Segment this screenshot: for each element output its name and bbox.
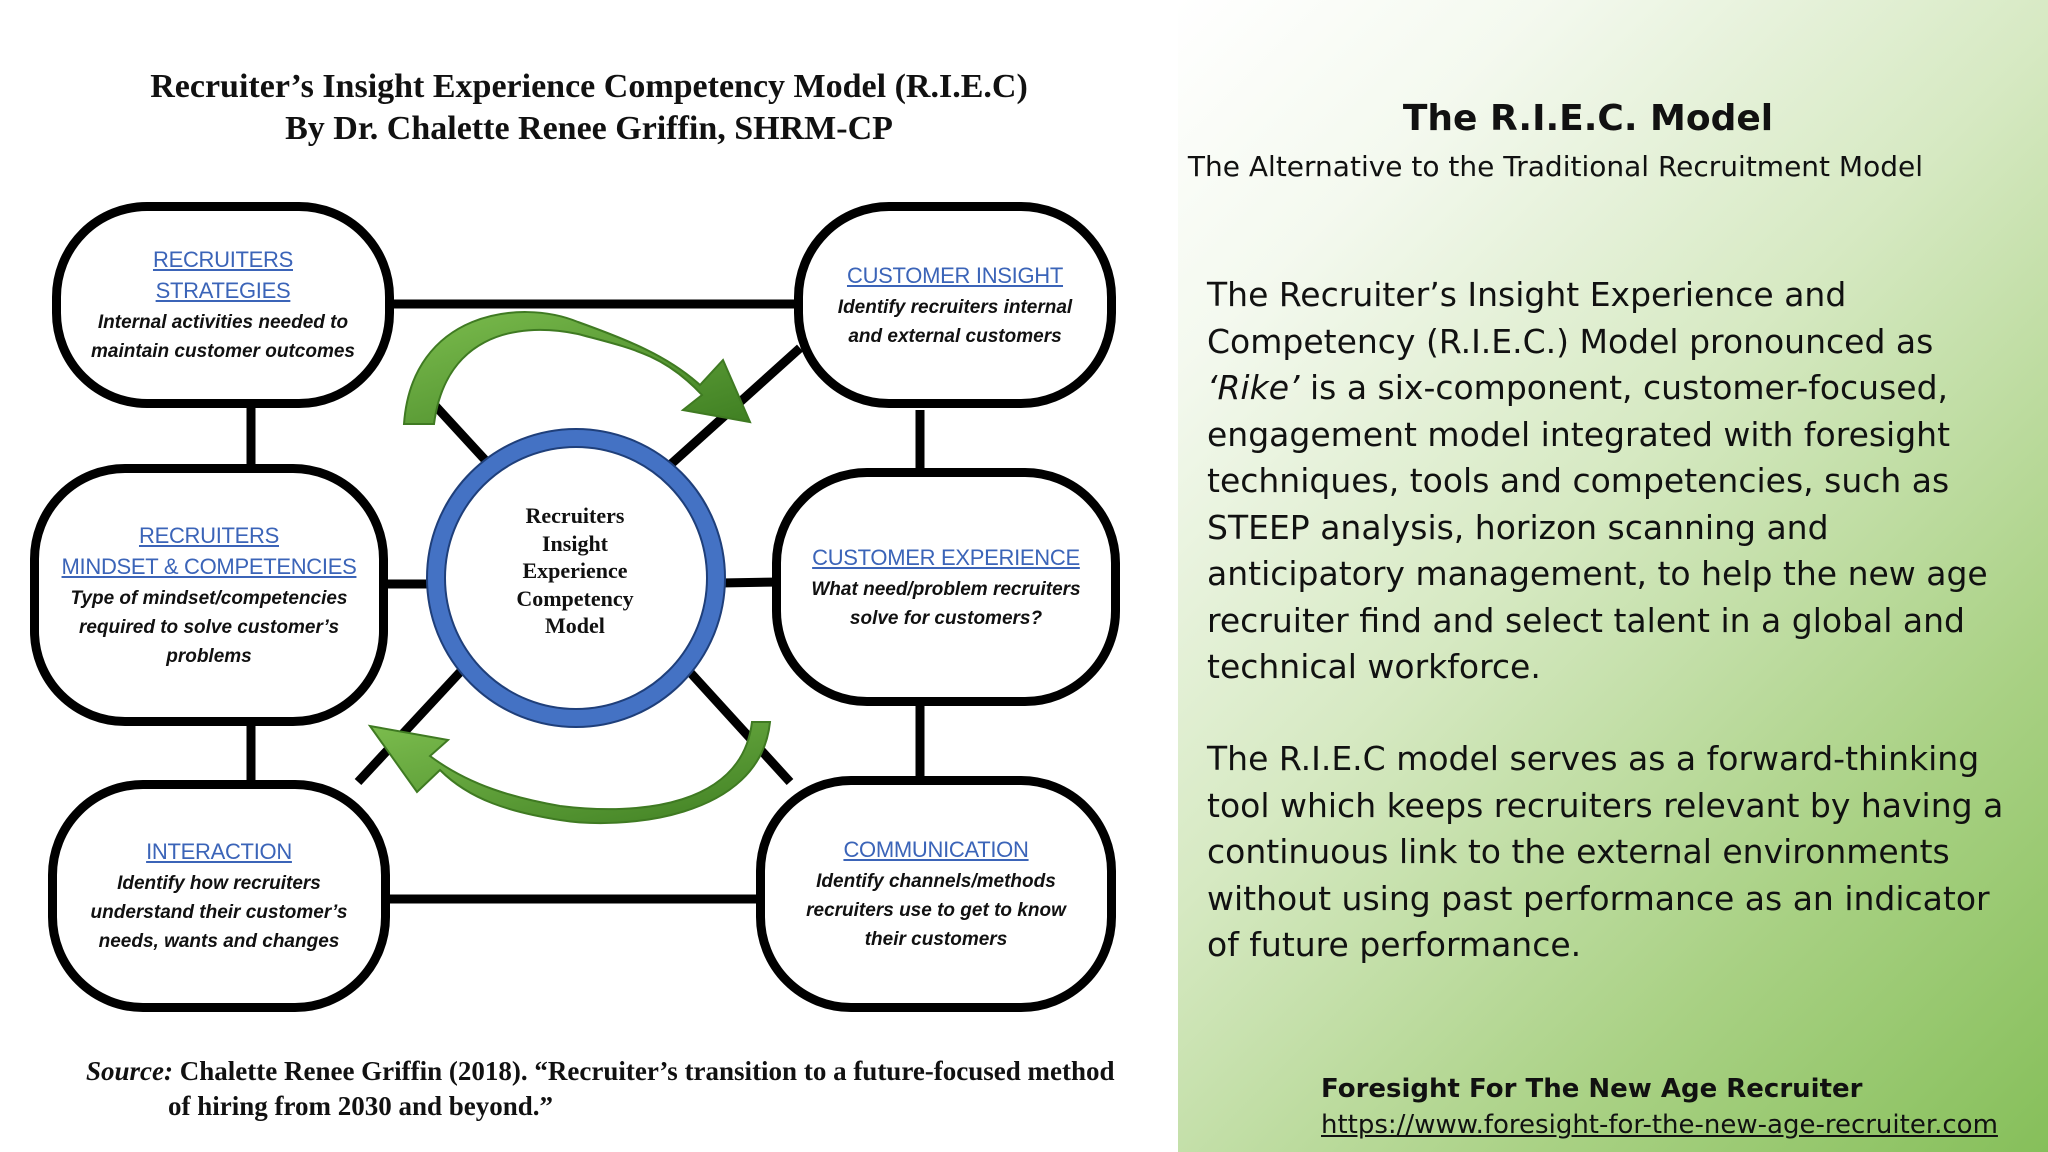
node-desc-line: Internal activities needed to [97, 312, 349, 333]
footer-organization: Foresight For The New Age Recruiter [1321, 1074, 1863, 1104]
node-communication: COMMUNICATION Identify channels/methods … [756, 776, 1116, 1012]
paragraph-line: STEEP analysis, horizon scanning and [1207, 507, 1829, 547]
node-desc-line: Identify how recruiters [117, 873, 321, 894]
node-title-line: RECRUITERS [138, 522, 279, 548]
node-desc-line: Type of mindset/competencies [70, 587, 348, 609]
node-desc-line: their customers [864, 929, 1008, 950]
node-desc-line: Identify recruiters internal [837, 296, 1073, 318]
diagram-author: By Dr. Chalette Renee Griffin, SHRM-CP [285, 110, 893, 147]
description-paragraph-2: The R.I.E.C model serves as a forward-th… [1207, 736, 2007, 969]
paragraph-line: The R.I.E.C model serves as a forward-th… [1207, 739, 1980, 778]
paragraph-line: anticipatory management, to help the new… [1207, 554, 1988, 593]
diagram-title: Recruiter’s Insight Experience Competenc… [150, 68, 1028, 105]
center-ring [427, 429, 725, 727]
node-description: What need/problem recruiters solve for c… [811, 575, 1080, 633]
source-text: Chalette Renee Griffin (2018). “Recruite… [173, 1056, 1115, 1086]
node-description: Identify how recruiters understand their… [91, 869, 348, 956]
node-desc-line: understand their customer’s [90, 902, 348, 923]
node-title: CUSTOMER EXPERIENCE [812, 544, 1080, 570]
node-title: RECRUITERS MINDSET & COMPETENCIES [62, 520, 357, 582]
footer-website-link[interactable]: https://www.foresight-for-the-new-age-re… [1321, 1110, 1998, 1140]
center-label-line: Model [545, 613, 605, 638]
node-title: RECRUITERS STRATEGIES [152, 247, 293, 303]
node-title: CUSTOMER INSIGHT [846, 262, 1064, 288]
node-interaction: INTERACTION Identify how recruiters unde… [48, 780, 390, 1012]
connector-diag-br [684, 666, 794, 786]
node-description: Identify channels/methods recruiters use… [806, 867, 1066, 954]
description-panel [1178, 0, 2048, 1152]
paragraph-line: The Recruiter’s Insight Experience and [1207, 275, 1847, 314]
center-label-line: Recruiters [525, 503, 625, 528]
node-description: Identify recruiters internal and externa… [838, 293, 1072, 351]
source-label: Source: [86, 1056, 173, 1086]
paragraph-line-text: is a six-component, customer-focused, [1299, 368, 1949, 407]
node-recruiters-strategies: RECRUITERS STRATEGIES Internal activitie… [52, 202, 394, 408]
connector-diag-bl [354, 666, 466, 786]
node-recruiters-mindset: RECRUITERS MINDSET & COMPETENCIES Type o… [30, 464, 388, 726]
paragraph-line: recruiter find and select talent in a gl… [1207, 600, 1965, 640]
pronunciation-emphasis: ‘Rike’ [1207, 368, 1300, 407]
node-desc-line: solve for customers? [849, 607, 1043, 629]
node-desc-line: What need/problem recruiters [811, 578, 1081, 600]
node-desc-line: needs, wants and changes [98, 931, 340, 952]
node-title-line: MINDSET & COMPETENCIES [61, 553, 357, 579]
connector-diag-tl [426, 396, 491, 466]
paragraph-line: Competency (R.I.E.C.) Model pronounced a… [1207, 321, 1934, 361]
center-label-line: Competency [516, 585, 634, 611]
description-paragraph-1: The Recruiter’s Insight Experience and C… [1207, 272, 2007, 691]
node-customer-experience: CUSTOMER EXPERIENCE What need/problem re… [772, 468, 1120, 706]
paragraph-line: engagement model integrated with foresig… [1207, 414, 1951, 454]
center-ring-inner [444, 446, 708, 710]
node-description: Type of mindset/competencies required to… [71, 584, 348, 671]
node-description: Internal activities needed to maintain c… [91, 308, 355, 366]
paragraph-line: technical workforce. [1207, 647, 1541, 686]
paragraph-line: tool which keeps recruiters relevant by … [1207, 785, 2004, 825]
center-label-line: Insight [541, 530, 609, 556]
center-label: Recruiters Insight Experience Competency… [470, 502, 680, 640]
diagram-connectors [246, 299, 925, 904]
paragraph-line: without using past performance as an ind… [1207, 878, 1990, 918]
cycle-arrow-top [402, 311, 752, 425]
paragraph-line: of future performance. [1207, 925, 1582, 964]
source-citation: Source: Chalette Renee Griffin (2018). “… [86, 1054, 1146, 1124]
paragraph-line: techniques, tools and competencies, such… [1207, 461, 1950, 500]
node-desc-line: problems [166, 645, 252, 667]
node-customer-insight: CUSTOMER INSIGHT Identify recruiters int… [794, 202, 1116, 408]
panel-subtitle: The Alternative to the Traditional Recru… [1187, 150, 1923, 183]
node-desc-line: and external customers [848, 325, 1062, 347]
cycle-arrow-bottom [367, 721, 772, 825]
center-ring-outline [426, 428, 726, 728]
source-text-continued: of hiring from 2030 and beyond.” [168, 1091, 554, 1121]
node-title: INTERACTION [146, 839, 292, 864]
center-label-line: Experience [522, 558, 628, 583]
node-desc-line: required to solve customer’s [78, 616, 340, 638]
node-desc-line: maintain customer outcomes [91, 341, 355, 362]
panel-title: The R.I.E.C. Model [1402, 98, 1774, 139]
paragraph-line: ‘Rike’ is a six-component, customer-focu… [1207, 365, 2007, 412]
node-desc-line: Identify channels/methods [816, 871, 1056, 892]
node-title: COMMUNICATION [843, 837, 1029, 862]
node-desc-line: recruiters use to get to know [806, 900, 1066, 921]
paragraph-line: continuous link to the external environm… [1207, 832, 1950, 871]
connector-center-right [719, 577, 781, 588]
